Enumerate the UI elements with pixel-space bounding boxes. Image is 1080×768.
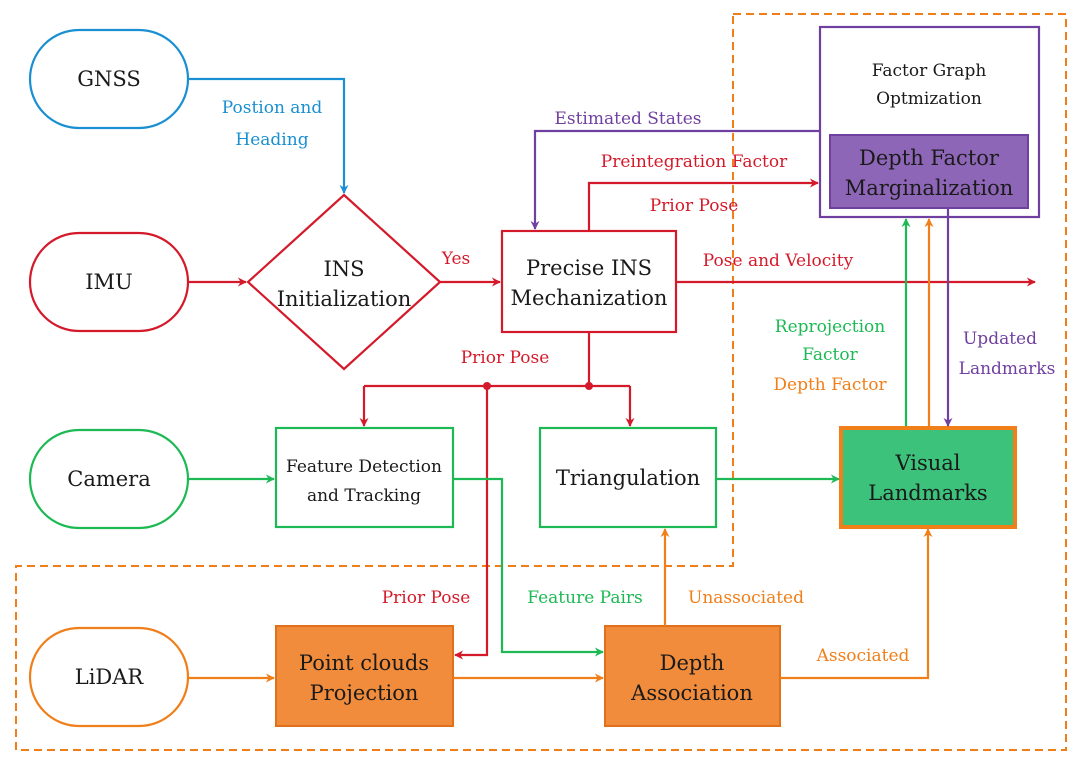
arrow-gnss-to-ins-init — [188, 77, 349, 194]
feature-detection-line1: Feature Detection — [286, 457, 442, 477]
fgo-title-line1: Factor Graph — [872, 61, 987, 81]
dfm-line2: Marginalization — [845, 176, 1014, 200]
gnss-label: GNSS — [77, 67, 141, 91]
label-unassociated: Unassociated — [688, 588, 804, 608]
label-pose-velocity: Pose and Velocity — [703, 251, 854, 271]
point-clouds-node — [275, 625, 454, 727]
label-position-heading-1: Postion and — [222, 98, 323, 118]
arrow-feature-pairs — [453, 477, 604, 657]
label-feature-pairs: Feature Pairs — [527, 588, 643, 608]
feature-detection-line2: and Tracking — [307, 486, 421, 506]
label-estimated-states: Estimated States — [554, 109, 701, 129]
depth-association-line2: Association — [630, 681, 753, 705]
label-prior-pose-top: Prior Pose — [650, 196, 739, 216]
label-updated-2: Landmarks — [959, 359, 1056, 379]
lidar-label: LiDAR — [75, 665, 145, 689]
precise-ins-line1: Precise INS — [526, 256, 652, 280]
fgo-title-line2: Optmization — [876, 89, 982, 109]
precise-ins-node — [500, 229, 678, 334]
dashed-region-outline — [15, 13, 1067, 751]
arrow-preintegration-factor — [587, 178, 819, 231]
imu-label: IMU — [85, 270, 133, 294]
visual-landmarks-line2: Landmarks — [868, 481, 987, 505]
point-clouds-line1: Point clouds — [299, 651, 429, 675]
label-prior-pose-mid: Prior Pose — [461, 348, 550, 368]
precise-ins-line2: Mechanization — [511, 286, 668, 310]
ins-init-line1: INS — [323, 257, 364, 281]
junction-dot-right — [585, 382, 593, 390]
depth-association-node — [604, 625, 781, 727]
arrow-associated — [780, 528, 933, 680]
label-yes: Yes — [441, 249, 471, 269]
ins-initialization-diamond — [246, 193, 442, 371]
triangulation-label: Triangulation — [556, 466, 700, 490]
camera-label: Camera — [67, 467, 151, 491]
junction-dot-left — [483, 382, 491, 390]
triangulation-node — [538, 426, 718, 529]
point-clouds-line2: Projection — [310, 681, 419, 705]
label-prior-pose-low: Prior Pose — [382, 588, 471, 608]
label-position-heading-2: Heading — [235, 130, 308, 150]
label-reprojection-2: Factor — [802, 345, 858, 365]
depth-factor-marginalization-node — [829, 134, 1029, 209]
feature-detection-node — [274, 426, 455, 529]
label-depth-factor: Depth Factor — [773, 375, 887, 395]
label-updated-1: Updated — [963, 329, 1037, 349]
label-associated: Associated — [816, 646, 910, 666]
label-reprojection-1: Reprojection — [775, 317, 885, 337]
dfm-line1: Depth Factor — [859, 146, 1000, 170]
ins-init-line2: Initialization — [277, 287, 412, 311]
depth-association-line1: Depth — [660, 651, 725, 675]
arrow-prior-pose-to-point-clouds — [454, 386, 489, 660]
visual-landmarks-node — [839, 426, 1017, 529]
visual-landmarks-line1: Visual — [894, 451, 960, 475]
label-preintegration-factor: Preintegration Factor — [601, 152, 788, 172]
arrow-estimated-states — [530, 129, 820, 230]
